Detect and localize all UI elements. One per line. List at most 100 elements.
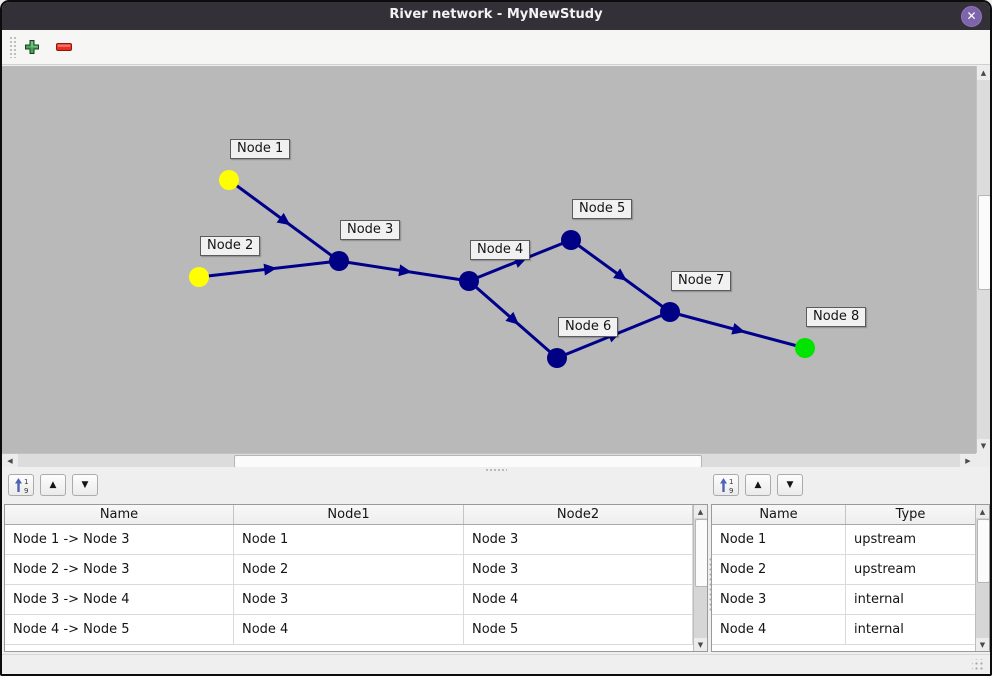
svg-text:1: 1 (24, 478, 28, 486)
nodes-table-scrollbar[interactable]: ▲ ▼ (975, 505, 989, 651)
node-label[interactable]: Node 8 (806, 307, 867, 327)
add-button[interactable] (20, 35, 44, 59)
river-edge[interactable] (338, 259, 470, 283)
scroll-up-icon[interactable]: ▲ (694, 505, 707, 518)
table-cell[interactable]: internal (846, 615, 976, 645)
pane-splitter[interactable] (2, 467, 990, 472)
node-label[interactable]: Node 4 (470, 240, 531, 260)
river-edge[interactable] (669, 310, 806, 350)
table-cell[interactable]: Node 1 (234, 525, 464, 555)
network-node[interactable] (219, 170, 239, 190)
toolbar-drag-handle[interactable] (9, 36, 16, 58)
network-node[interactable] (547, 348, 567, 368)
network-node[interactable] (329, 251, 349, 271)
network-node[interactable] (561, 230, 581, 250)
scroll-up-icon[interactable]: ▲ (976, 505, 989, 518)
table-cell[interactable]: Node 1 (712, 525, 846, 555)
river-network-canvas[interactable]: Node 1 Node 2 Node 3 Node 4 Node 5 Node 6 Node… (2, 66, 976, 453)
window-resize-grip[interactable] (972, 659, 984, 671)
river-edge[interactable] (468, 279, 558, 360)
network-node[interactable] (189, 267, 209, 287)
status-bar (2, 654, 990, 674)
table-cell[interactable]: upstream (846, 555, 976, 585)
scroll-thumb[interactable] (695, 519, 707, 587)
table-cell[interactable]: Node 3 (234, 585, 464, 615)
network-node[interactable] (795, 338, 815, 358)
svg-text:1: 1 (729, 478, 733, 486)
table-cell[interactable]: Node 5 (464, 615, 693, 645)
scroll-down-icon[interactable]: ▼ (977, 439, 990, 453)
node-label[interactable]: Node 2 (200, 236, 261, 256)
flow-direction-arrow-icon (276, 212, 291, 226)
table-cell[interactable]: Node 4 -> Node 5 (5, 615, 234, 645)
column-header-name[interactable]: Name (712, 505, 846, 524)
nodes-move-down-button[interactable]: ▼ (777, 474, 803, 496)
nodes-sort-button[interactable]: 1 9 (713, 474, 739, 496)
svg-text:9: 9 (729, 487, 733, 494)
scroll-down-icon[interactable]: ▼ (976, 638, 989, 651)
network-graph (189, 170, 815, 368)
links-sort-button[interactable]: 1 9 (8, 474, 34, 496)
links-move-down-button[interactable]: ▼ (72, 474, 98, 496)
sort-ascending-icon: 1 9 (720, 477, 733, 494)
links-table-header: Name Node1 Node2 (5, 505, 707, 525)
node-label[interactable]: Node 6 (558, 317, 619, 337)
node-label[interactable]: Node 7 (671, 271, 732, 291)
scroll-right-icon[interactable]: ▶ (960, 454, 976, 467)
river-edge[interactable] (570, 238, 671, 314)
table-cell[interactable]: internal (846, 585, 976, 615)
close-icon: ✕ (966, 9, 977, 23)
scroll-left-icon[interactable]: ◀ (2, 454, 18, 467)
table-cell[interactable]: Node 2 (712, 555, 846, 585)
table-cell[interactable]: Node 3 -> Node 4 (5, 585, 234, 615)
table-cell[interactable]: Node 3 (464, 555, 693, 585)
river-edge[interactable] (198, 259, 340, 279)
column-header-type[interactable]: Type (846, 505, 976, 524)
table-cell[interactable]: upstream (846, 525, 976, 555)
table-cell[interactable]: Node 2 -> Node 3 (5, 555, 234, 585)
scroll-up-icon[interactable]: ▲ (977, 66, 990, 80)
nodes-move-up-button[interactable]: ▲ (745, 474, 771, 496)
links-table-scrollbar[interactable]: ▲ ▼ (693, 505, 707, 651)
table-cell[interactable]: Node 4 (712, 615, 846, 645)
table-cell[interactable]: Node 4 (464, 585, 693, 615)
column-header-node2[interactable]: Node2 (464, 505, 693, 524)
network-node[interactable] (660, 302, 680, 322)
node-label[interactable]: Node 5 (572, 199, 633, 219)
canvas-vertical-scrollbar[interactable]: ▲ ▼ (976, 66, 991, 453)
network-node[interactable] (459, 271, 479, 291)
column-header-node1[interactable]: Node1 (234, 505, 464, 524)
table-cell[interactable]: Node 2 (234, 555, 464, 585)
river-edge[interactable] (228, 178, 340, 263)
close-button[interactable]: ✕ (961, 6, 982, 27)
column-header-name[interactable]: Name (5, 505, 234, 524)
table-splitter-grip[interactable] (709, 557, 712, 612)
node-label[interactable]: Node 1 (230, 139, 291, 159)
links-move-up-button[interactable]: ▲ (40, 474, 66, 496)
toolbar (2, 30, 990, 65)
table-cell[interactable]: Node 3 (464, 525, 693, 555)
scroll-down-icon[interactable]: ▼ (694, 638, 707, 651)
vertical-scroll-thumb[interactable] (978, 195, 991, 290)
plus-icon (25, 40, 39, 54)
table-cell[interactable]: Node 1 -> Node 3 (5, 525, 234, 555)
nodes-table-header: Name Type (712, 505, 989, 525)
scroll-thumb[interactable] (977, 519, 989, 583)
remove-button[interactable] (52, 35, 76, 59)
node-label[interactable]: Node 3 (340, 220, 401, 240)
titlebar[interactable]: River network - MyNewStudy ✕ (2, 2, 990, 30)
canvas-horizontal-scrollbar[interactable]: ◀ ▶ (2, 453, 976, 468)
table-cell[interactable]: Node 4 (234, 615, 464, 645)
table-cell[interactable]: Node 3 (712, 585, 846, 615)
